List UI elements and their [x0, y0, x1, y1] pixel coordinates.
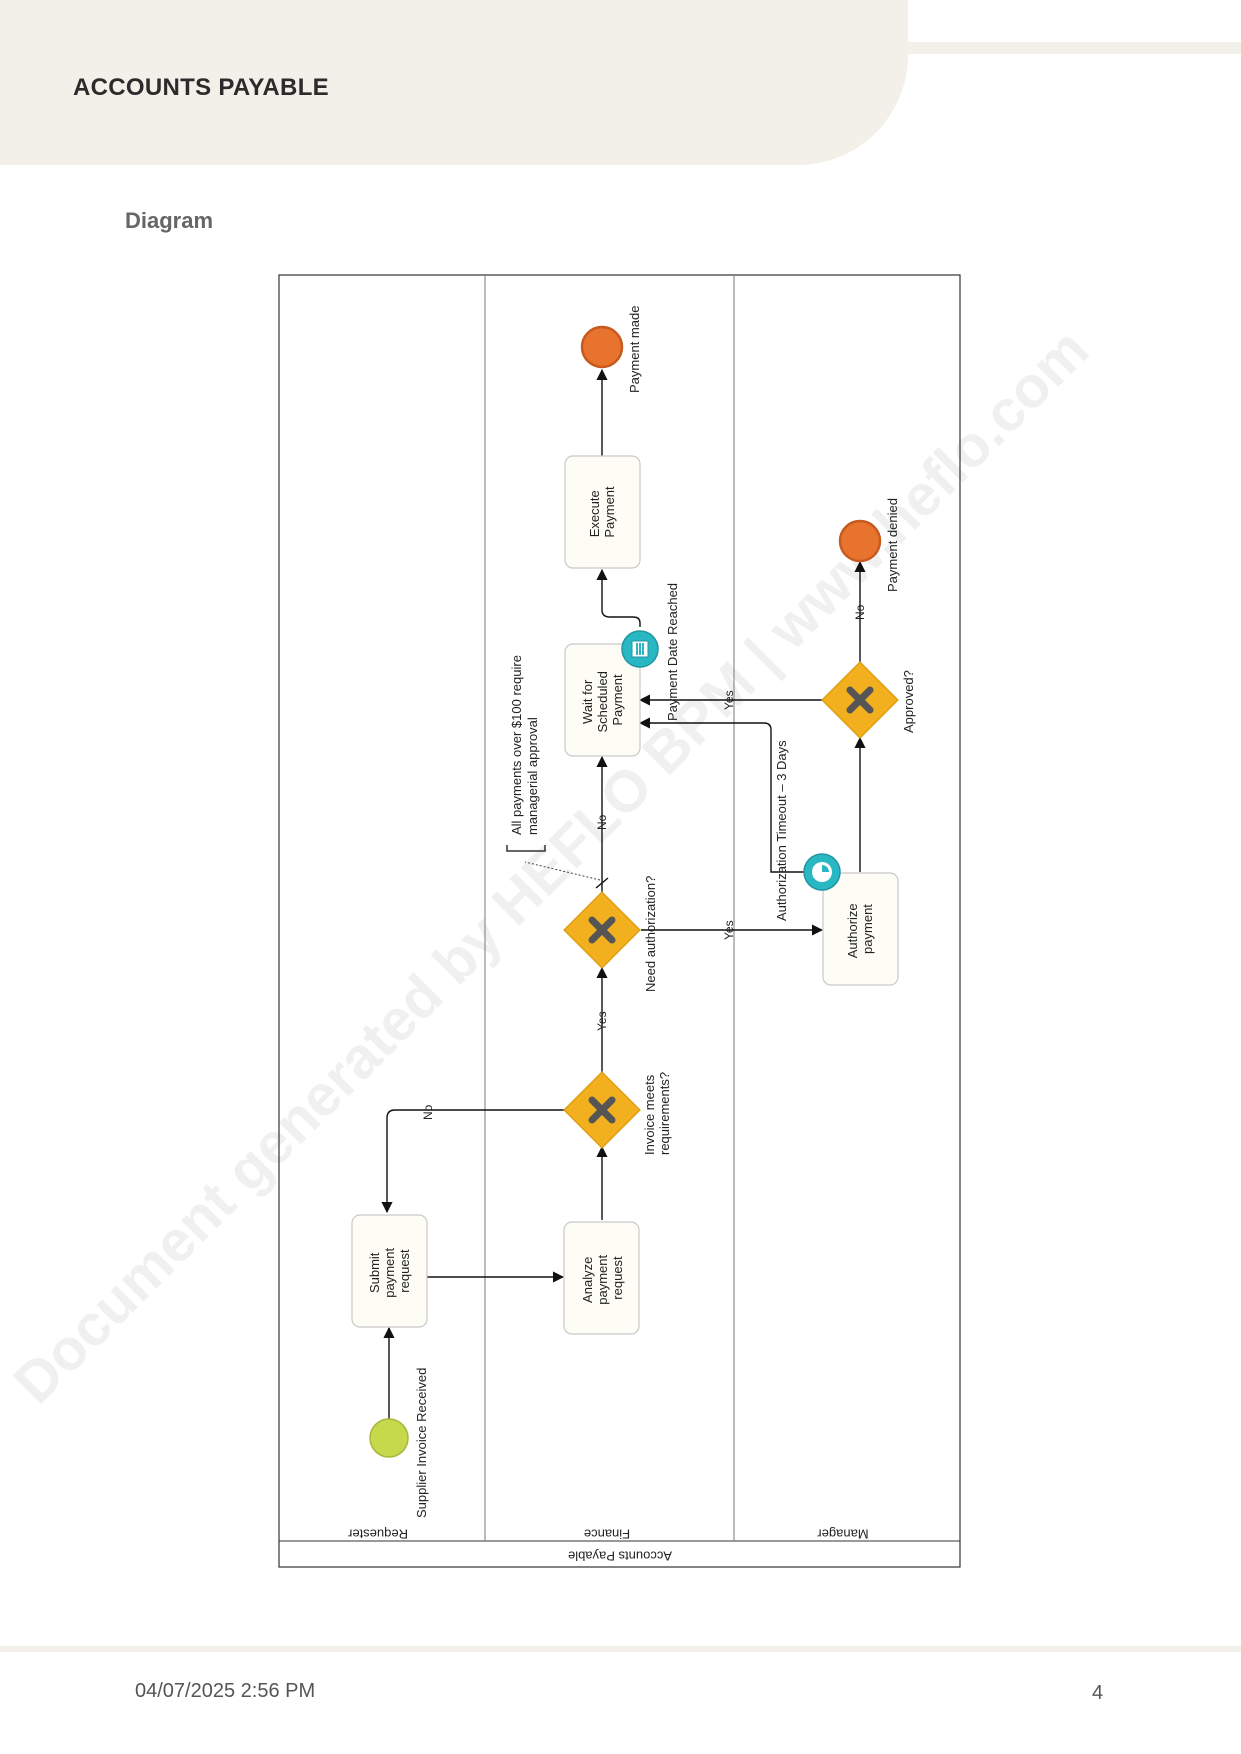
gateway-x-icon — [846, 686, 874, 714]
task-authorize-payment[interactable]: Authorize payment — [822, 872, 899, 986]
svg-text:Wait for Scheduled: Wait for Scheduled Payment — [580, 667, 625, 732]
flow-label-no-approved: No — [853, 604, 867, 620]
task-analyze-line-2: payment — [595, 1255, 610, 1305]
end-event-payment-made[interactable] — [580, 325, 624, 369]
gateway-meets-label-1: Invoice meets — [642, 1074, 657, 1155]
gateway-meets-label-2: requirements? — [657, 1072, 672, 1155]
task-analyze-payment-request[interactable]: Analyze payment request — [563, 1221, 640, 1335]
lane-label-requester: Requester — [347, 1527, 408, 1542]
task-execute-payment[interactable]: Execute Payment — [564, 455, 641, 569]
end-event-payment-denied[interactable] — [838, 519, 882, 563]
task-submit-line-1: Submit — [367, 1252, 382, 1293]
end-event-made-label: Payment made — [627, 306, 642, 393]
svg-text:Invoice meets requiremen: Invoice meets requirements? — [642, 1071, 672, 1155]
task-execute-line-2: Payment — [602, 486, 617, 538]
svg-text:Submit payment req: Submit payment request — [367, 1244, 412, 1298]
flow-label-no-meets: No — [421, 1104, 435, 1120]
start-event-label: Supplier Invoice Received — [414, 1368, 429, 1518]
conditional-boundary-label: Payment Date Reached — [665, 583, 680, 721]
flow-meets-submit-no — [381, 1109, 564, 1214]
task-wait-line-2: Scheduled — [595, 671, 610, 732]
gateway-need-auth-label: Need authorization? — [643, 876, 658, 992]
timer-boundary-label: Authorization Timeout – 3 Days — [774, 740, 789, 921]
page-title: ACCOUNTS PAYABLE — [73, 74, 329, 101]
svg-text:Authorize payment: Authorize payment — [845, 900, 875, 959]
header-band — [0, 0, 908, 165]
gateway-need-authorization[interactable]: Need authorization? — [563, 876, 658, 992]
task-wait-line-3: Payment — [610, 674, 625, 726]
task-submit-line-3: request — [397, 1249, 412, 1293]
task-wait-line-1: Wait for — [580, 679, 595, 724]
annotation-line-1: All payments over $100 require — [509, 655, 524, 835]
task-analyze-line-3: request — [610, 1256, 625, 1300]
svg-text:Analyze payment re: Analyze payment request — [580, 1251, 625, 1305]
task-authorize-line-2: payment — [860, 904, 875, 954]
pool-label: Accounts Payable — [568, 1549, 672, 1564]
header-stripe — [908, 42, 1241, 54]
watermark: Document generated by HEFLO BPM | www.he… — [1, 316, 1101, 1416]
footer-datetime: 04/07/2025 2:56 PM — [135, 1680, 316, 1702]
lane-label-manager: Manager — [817, 1527, 869, 1542]
gateway-approved-label: Approved? — [901, 670, 916, 733]
annotation-association — [524, 861, 601, 881]
annotation-text: All payments over $100 require manageria… — [509, 651, 540, 835]
task-authorize-line-1: Authorize — [845, 903, 860, 958]
svg-text:Execute Payment: Execute Payment — [587, 486, 617, 538]
flow-label-yes-meets: Yes — [595, 1011, 609, 1031]
flow-label-no-needauth: No — [595, 814, 609, 830]
gateway-approved[interactable]: Approved? — [821, 661, 916, 739]
end-event-denied-label: Payment denied — [885, 498, 900, 592]
flow-date-execute — [596, 568, 641, 627]
page-number: 4 — [1092, 1682, 1104, 1704]
task-submit-payment-request[interactable]: Submit payment request — [351, 1214, 428, 1328]
default-flow-marker — [595, 877, 609, 889]
pool: Accounts Payable Requester Finance Manag… — [278, 274, 961, 1568]
flow-timer-wait — [638, 717, 812, 873]
footer-stripe — [0, 1646, 1241, 1652]
task-wait-scheduled-payment[interactable]: Wait for Scheduled Payment — [564, 643, 641, 757]
lane-label-finance: Finance — [584, 1527, 630, 1542]
task-analyze-line-1: Analyze — [580, 1257, 595, 1303]
annotation-bracket — [506, 845, 546, 852]
task-submit-line-2: payment — [382, 1248, 397, 1298]
flow-label-yes-approved: Yes — [722, 690, 736, 710]
annotation-line-2: managerial approval — [525, 717, 540, 835]
flow-label-yes-needauth: Yes — [722, 920, 736, 940]
timer-boundary-event[interactable] — [803, 853, 841, 891]
start-event[interactable] — [369, 1418, 409, 1458]
conditional-boundary-event[interactable] — [621, 630, 659, 668]
gateway-x-icon — [588, 916, 616, 944]
sequence-flows — [381, 368, 866, 1419]
task-execute-line-1: Execute — [587, 490, 602, 537]
section-title: Diagram — [125, 208, 214, 233]
gateway-x-icon — [588, 1096, 616, 1124]
gateway-invoice-meets-requirements[interactable]: Invoice meets requirements? — [563, 1071, 672, 1155]
